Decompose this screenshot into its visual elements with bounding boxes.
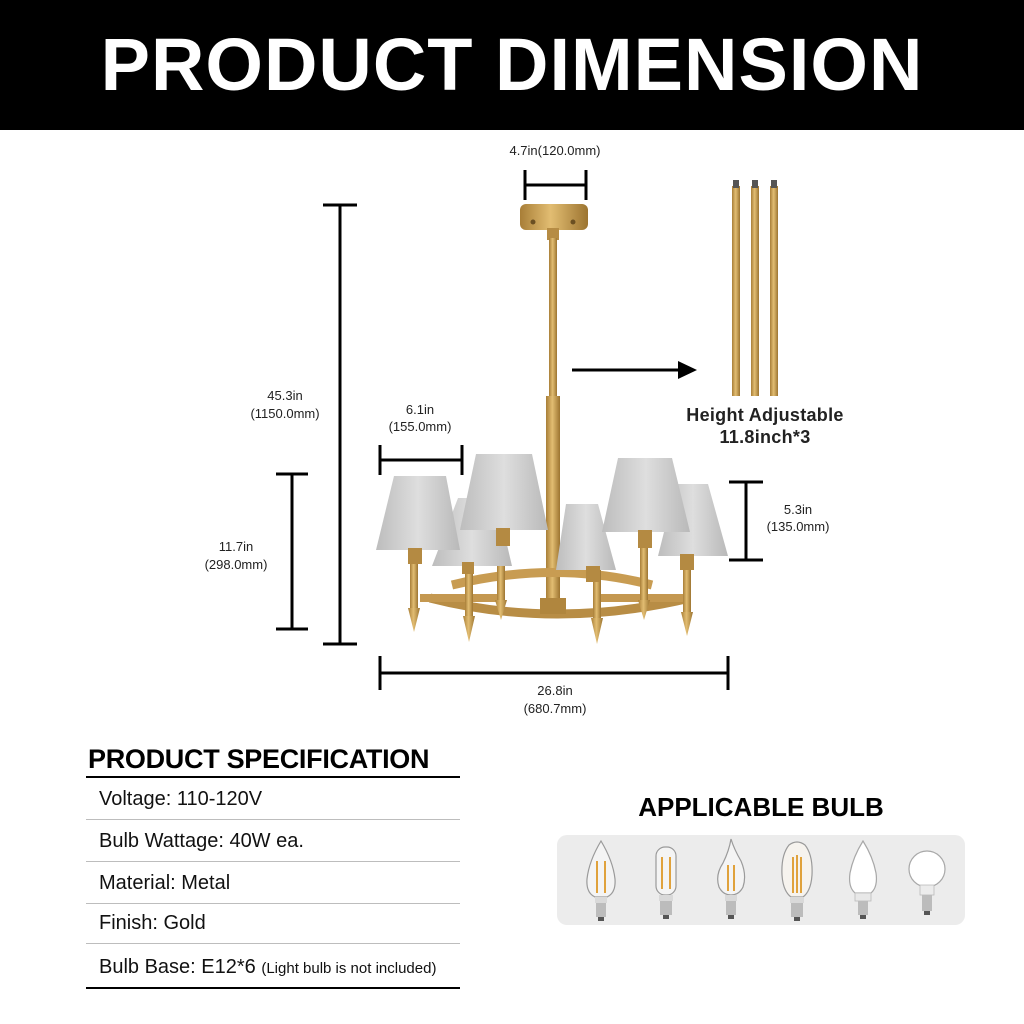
candle-filament-bulb-icon [586,839,616,921]
overall-width-dimension-line [378,656,730,690]
spec-text: Voltage: 110-120V [99,788,263,810]
specification-title: PRODUCT SPECIFICATION [88,744,430,774]
spec-row-finish: Finish: Gold [86,902,460,944]
overall-height-dimension-line [323,203,357,646]
spec-row-voltage: Voltage: 110-120V [86,778,460,820]
body-height-inch-label: 11.7in [218,539,254,554]
spec-text: Bulb Wattage: 40W ea. [99,830,304,852]
shade-width-mm-label: (155.0mm) [388,419,452,434]
shade-height-mm-label: (135.0mm) [766,519,830,534]
bulb-gallery [557,835,965,925]
page-title: PRODUCT DIMENSION [100,23,924,106]
spec-row-wattage: Bulb Wattage: 40W ea. [86,820,460,862]
overall-width-mm-label: (680.7mm) [523,701,587,716]
bulb-base-note: (Light bulb is not included) [261,960,437,977]
header-banner: PRODUCT DIMENSION [0,0,1024,130]
spec-row-material: Material: Metal [86,862,460,904]
bulb-base-value: Bulb Base: E12*6 [99,956,256,978]
canopy-width-dimension-line [523,170,588,200]
height-adjustable-title: Height Adjustable [686,405,844,425]
arrow-right-icon [572,361,697,379]
tubular-filament-bulb-icon [655,846,677,919]
spec-text: Bulb Base: E12*6 (Light bulb is not incl… [99,956,436,979]
shade-height-inch-label: 5.3in [783,502,813,517]
frosted-candle-bulb-icon [848,839,878,919]
applicable-bulb-title: APPLICABLE BULB [638,792,884,822]
overall-height-inch-label: 45.3in [267,388,303,403]
height-adjustable-detail: 11.8inch*3 [719,427,811,447]
spec-text: Finish: Gold [99,912,206,934]
specification-title-divider [86,776,460,778]
body-height-dimension-line [276,472,308,631]
flame-tip-filament-bulb-icon [717,838,746,919]
spec-text: Material: Metal [99,872,231,894]
canopy-width-label: 4.7in(120.0mm) [509,143,601,158]
chandelier-image [376,204,728,644]
body-height-mm-label: (298.0mm) [204,557,268,572]
shade-width-dimension-line [378,445,464,475]
globe-bulb-icon [908,850,946,915]
overall-width-inch-label: 26.8in [537,683,573,698]
height-adjustable-note: Height Adjustable 11.8inch*3 [660,404,870,448]
overall-height-mm-label: (1150.0mm) [250,406,320,421]
chandelier-dimension-diagram [276,170,778,690]
shade-width-inch-label: 6.1in [405,402,435,417]
extension-rods-image [732,180,778,396]
spec-row-bulb-base: Bulb Base: E12*6 (Light bulb is not incl… [86,944,460,989]
edison-filament-bulb-icon [781,841,813,921]
shade-height-dimension-line [729,480,763,562]
